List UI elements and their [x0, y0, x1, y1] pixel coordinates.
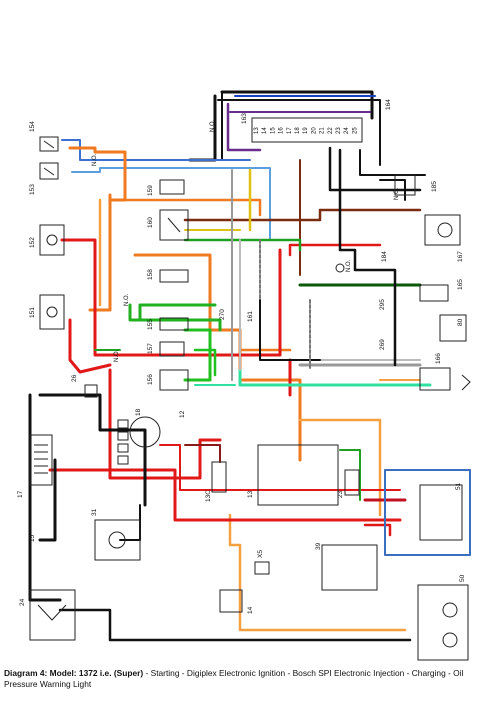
fuse-number: 17 — [287, 127, 293, 134]
fuse-number: 15 — [270, 127, 276, 134]
label-x5: X5 — [257, 550, 264, 558]
label-151: 151 — [29, 307, 36, 318]
fuse-number: 16 — [279, 127, 285, 134]
fuse-number: 25 — [352, 127, 358, 134]
fuse-number: 23 — [336, 127, 342, 134]
label-152: 152 — [29, 237, 36, 248]
label-185: 185 — [431, 181, 438, 192]
label-164: 164 — [385, 99, 392, 110]
label-23: 23 — [337, 490, 344, 498]
label-13c: 13C — [205, 490, 212, 502]
ground-labels: N.O. N.O. N.O. N.O. N.O. N.O. — [92, 119, 400, 362]
label-158: 158 — [147, 269, 154, 280]
label-163: 163 — [241, 113, 248, 124]
label-12: 12 — [179, 410, 186, 418]
label-166: 166 — [435, 353, 442, 364]
fuse-number: 22 — [328, 127, 334, 134]
label-157: 157 — [147, 343, 154, 354]
ground-label: N.O. — [346, 259, 352, 272]
caption-title: Diagram 4: Model: 1372 i.e. (Super) — [4, 668, 144, 678]
component-symbols — [29, 136, 471, 661]
fuse-number: 18 — [295, 127, 301, 134]
fuse-number: 13 — [254, 127, 260, 134]
label-14: 14 — [247, 606, 254, 614]
component-labels: 154 153 152 151 159 160 158 155 157 156 … — [17, 99, 466, 614]
label-31: 31 — [91, 508, 98, 516]
label-80: 80 — [457, 318, 464, 326]
fuse-number: 19 — [303, 127, 309, 134]
label-154: 154 — [29, 121, 36, 132]
label-18: 18 — [135, 408, 142, 416]
label-26: 26 — [71, 374, 78, 382]
fuse-number: 21 — [320, 127, 326, 134]
label-51: 51 — [455, 482, 462, 490]
diagram-caption: Diagram 4: Model: 1372 i.e. (Super) - St… — [4, 668, 488, 690]
label-50: 50 — [459, 574, 466, 582]
ground-label: N.O. — [210, 119, 216, 132]
label-156: 156 — [147, 374, 154, 385]
label-159: 159 — [147, 185, 154, 196]
label-184: 184 — [381, 251, 388, 262]
label-165: 165 — [457, 279, 464, 290]
label-153: 153 — [29, 184, 36, 195]
ground-label: N.O. — [92, 153, 98, 166]
ground-label: N.O. — [394, 187, 400, 200]
fuse-number: 20 — [311, 127, 317, 134]
label-269: 269 — [379, 339, 386, 350]
label-13: 13 — [247, 490, 254, 498]
caption-description: - Starting - Digiplex Electronic Ignitio… — [4, 668, 464, 689]
label-155: 155 — [147, 319, 154, 330]
fuse-number: 24 — [344, 127, 350, 134]
label-15: 15 — [29, 534, 36, 542]
fuse-number: 14 — [262, 127, 268, 134]
wiring-harness — [28, 90, 471, 642]
ground-label: N.O. — [114, 349, 120, 362]
label-39: 39 — [315, 542, 322, 550]
label-167: 167 — [457, 251, 464, 262]
label-295: 295 — [379, 299, 386, 310]
label-270: 270 — [219, 309, 226, 320]
label-161: 161 — [247, 311, 254, 322]
ground-label: N.O. — [124, 293, 130, 306]
label-24: 24 — [19, 598, 26, 606]
label-160: 160 — [147, 217, 154, 228]
label-17: 17 — [17, 490, 24, 498]
